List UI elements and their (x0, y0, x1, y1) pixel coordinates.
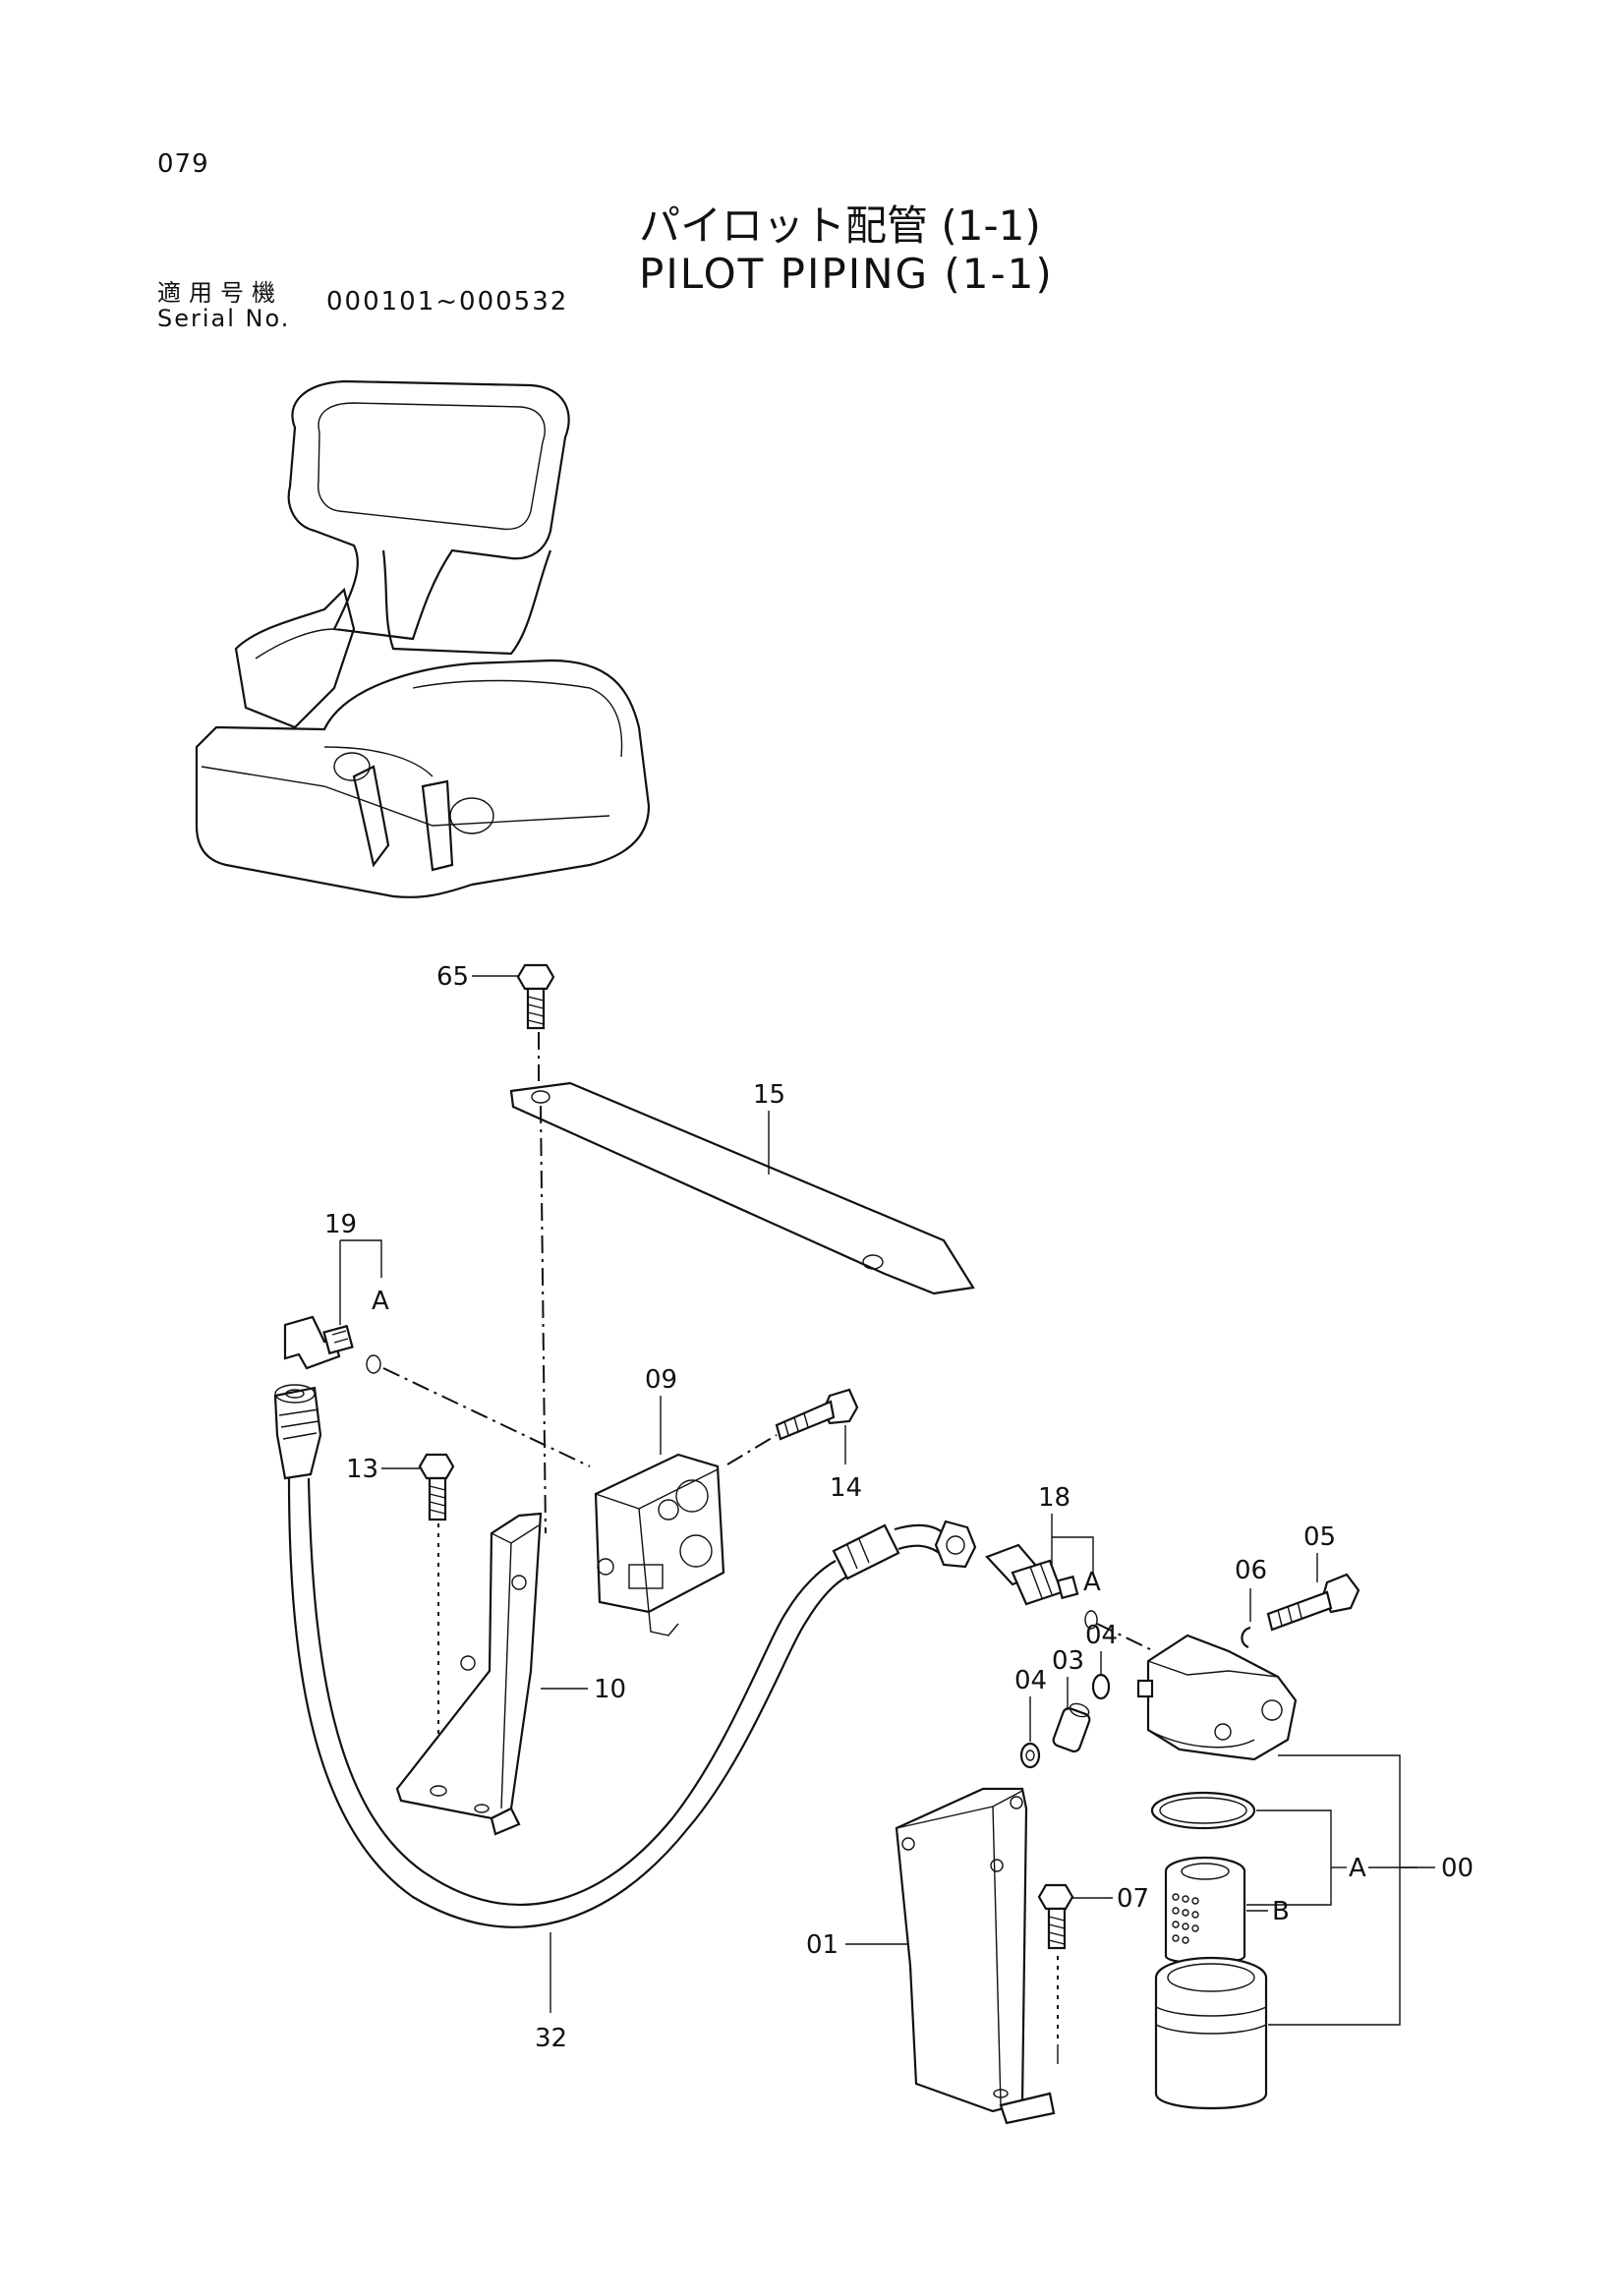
callout-04-right: 04 (1085, 1621, 1118, 1650)
center-line-18 (1096, 1623, 1151, 1650)
serial-label-english: Serial No. (157, 305, 291, 332)
callout-13: 13 (346, 1455, 378, 1484)
callout-04-left: 04 (1014, 1666, 1047, 1695)
sleeve-03 (1052, 1702, 1091, 1752)
bolt-65 (516, 963, 555, 1030)
page-number: 079 (157, 149, 209, 179)
center-line-15-10 (540, 1105, 547, 1534)
callout-a-18: A (1083, 1568, 1101, 1597)
seat-overview-illustration (195, 379, 651, 898)
center-line-19-09 (382, 1367, 591, 1467)
filter-bowl (1154, 1956, 1268, 2110)
callout-05: 05 (1303, 1522, 1336, 1552)
callout-b: B (1272, 1897, 1290, 1926)
callout-06: 06 (1235, 1556, 1267, 1585)
leader-a-oring (1256, 1809, 1332, 1867)
serial-range: 000101~000532 (326, 287, 569, 316)
plate-15 (509, 1081, 975, 1295)
leader-18-a (1052, 1536, 1094, 1573)
callout-65: 65 (436, 962, 469, 992)
bolt-05 (1266, 1573, 1360, 1632)
washer-04-right (1091, 1673, 1111, 1700)
serial-label-japanese: 適用号機 (157, 279, 283, 307)
callout-32: 32 (535, 2024, 567, 2053)
o-ring-a-filter (1150, 1791, 1256, 1830)
callout-07: 07 (1117, 1884, 1149, 1914)
filter-head (1136, 1634, 1298, 1761)
bracket-01 (895, 1787, 1056, 2125)
callout-a-19: A (372, 1287, 389, 1316)
bracket-10 (395, 1512, 543, 1836)
callout-a-filter: A (1349, 1854, 1366, 1883)
bolt-07 (1037, 1883, 1074, 1950)
valve-block-09 (594, 1453, 725, 1636)
leader-a-element (1246, 1867, 1332, 1906)
callout-01: 01 (806, 1930, 839, 1960)
adapter-18 (985, 1543, 1079, 1606)
callout-14: 14 (830, 1473, 862, 1503)
callout-18: 18 (1038, 1483, 1070, 1513)
washer-06 (1241, 1626, 1251, 1649)
callout-09: 09 (645, 1365, 677, 1395)
callout-15: 15 (753, 1080, 785, 1110)
bolt-14 (775, 1388, 859, 1441)
callout-03: 03 (1052, 1646, 1084, 1676)
title-japanese: パイロット配管 (1-1) (639, 201, 1041, 250)
center-line-14 (726, 1434, 778, 1465)
title-english: PILOT PIPING (1-1) (639, 250, 1054, 298)
o-ring-a-18 (1084, 1610, 1098, 1630)
callout-10: 10 (594, 1675, 626, 1704)
elbow-fitting-19 (283, 1315, 354, 1370)
filter-element-b (1164, 1856, 1246, 1965)
callout-19: 19 (324, 1210, 357, 1239)
leader-00-bracket (1268, 1754, 1401, 2026)
washer-04-left (1019, 1742, 1041, 1769)
leader-19-a (340, 1239, 382, 1278)
hose-32 (273, 1384, 977, 1928)
o-ring-a-19 (366, 1354, 381, 1374)
bolt-13 (418, 1453, 455, 1521)
callout-00: 00 (1441, 1854, 1474, 1883)
